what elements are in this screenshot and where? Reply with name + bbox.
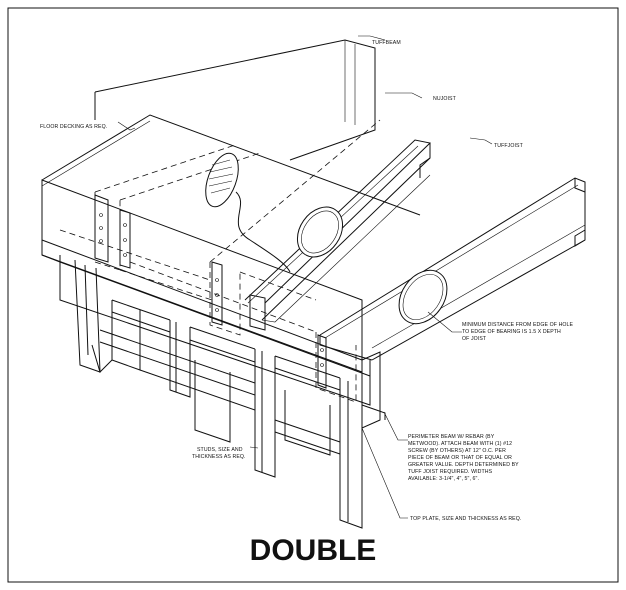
svg-text:GREATER VALUE. DEPTH DETERMINE: GREATER VALUE. DEPTH DETERMINED BY	[408, 462, 519, 468]
tuffjoist	[319, 177, 586, 361]
label-tuffbeam: TUFFBEAM	[372, 40, 401, 46]
beam-hole	[205, 152, 291, 273]
joist-hangers	[94, 194, 327, 389]
stud-wall	[59, 255, 371, 529]
drawing-border	[7, 7, 619, 583]
svg-text:OF JOIST: OF JOIST	[462, 336, 487, 342]
svg-text:AVAILABLE: 3-1/4", 4", 5", 6".: AVAILABLE: 3-1/4", 4", 5", 6".	[408, 476, 479, 482]
svg-text:METWOOD). ATTACH BEAM WITH (1): METWOOD). ATTACH BEAM WITH (1) #12	[408, 441, 512, 447]
svg-text:THICKNESS AS REQ.: THICKNESS AS REQ.	[192, 454, 246, 460]
svg-text:PERIMETER BEAM W/ REBAR (BY: PERIMETER BEAM W/ REBAR (BY	[408, 434, 495, 440]
label-top-plate: TOP PLATE, SIZE AND THICKNESS AS REQ.	[410, 516, 521, 522]
perimeter-beam	[41, 179, 386, 429]
label-perimeter-beam: PERIMETER BEAM W/ REBAR (BY METWOOD). AT…	[408, 434, 519, 482]
svg-text:STUDS, SIZE AND: STUDS, SIZE AND	[197, 447, 243, 453]
svg-text:TO EDGE OF BEARING IS 1.5 X DE: TO EDGE OF BEARING IS 1.5 X DEPTH	[462, 329, 561, 335]
drawing-title: DOUBLE	[250, 534, 377, 567]
label-min-distance: MINIMUM DISTANCE FROM EDGE OF HOLE TO ED…	[462, 322, 574, 342]
svg-text:TUFF JOIST REQUIRED. WIDTHS: TUFF JOIST REQUIRED. WIDTHS	[408, 469, 493, 475]
label-nujoist: NUJOIST	[433, 96, 457, 102]
label-tuffjoist: TUFFJOIST	[494, 143, 524, 149]
label-floor-decking: FLOOR DECKING AS REQ.	[40, 124, 107, 130]
svg-text:SCREW (BY OTHERS) AT 12" O.C.: SCREW (BY OTHERS) AT 12" O.C. PER	[408, 448, 506, 454]
svg-text:PIECE OF BEAM OR THAT OF EQUAL: PIECE OF BEAM OR THAT OF EQUAL OR	[408, 455, 512, 461]
floor-decking	[41, 114, 421, 216]
tuffbeam	[94, 39, 376, 161]
nujoist	[244, 139, 432, 331]
svg-text:MINIMUM DISTANCE FROM EDGE OF: MINIMUM DISTANCE FROM EDGE OF HOLE	[462, 322, 574, 328]
leader-lines	[117, 35, 493, 519]
label-studs: STUDS, SIZE AND THICKNESS AS REQ.	[192, 447, 246, 460]
